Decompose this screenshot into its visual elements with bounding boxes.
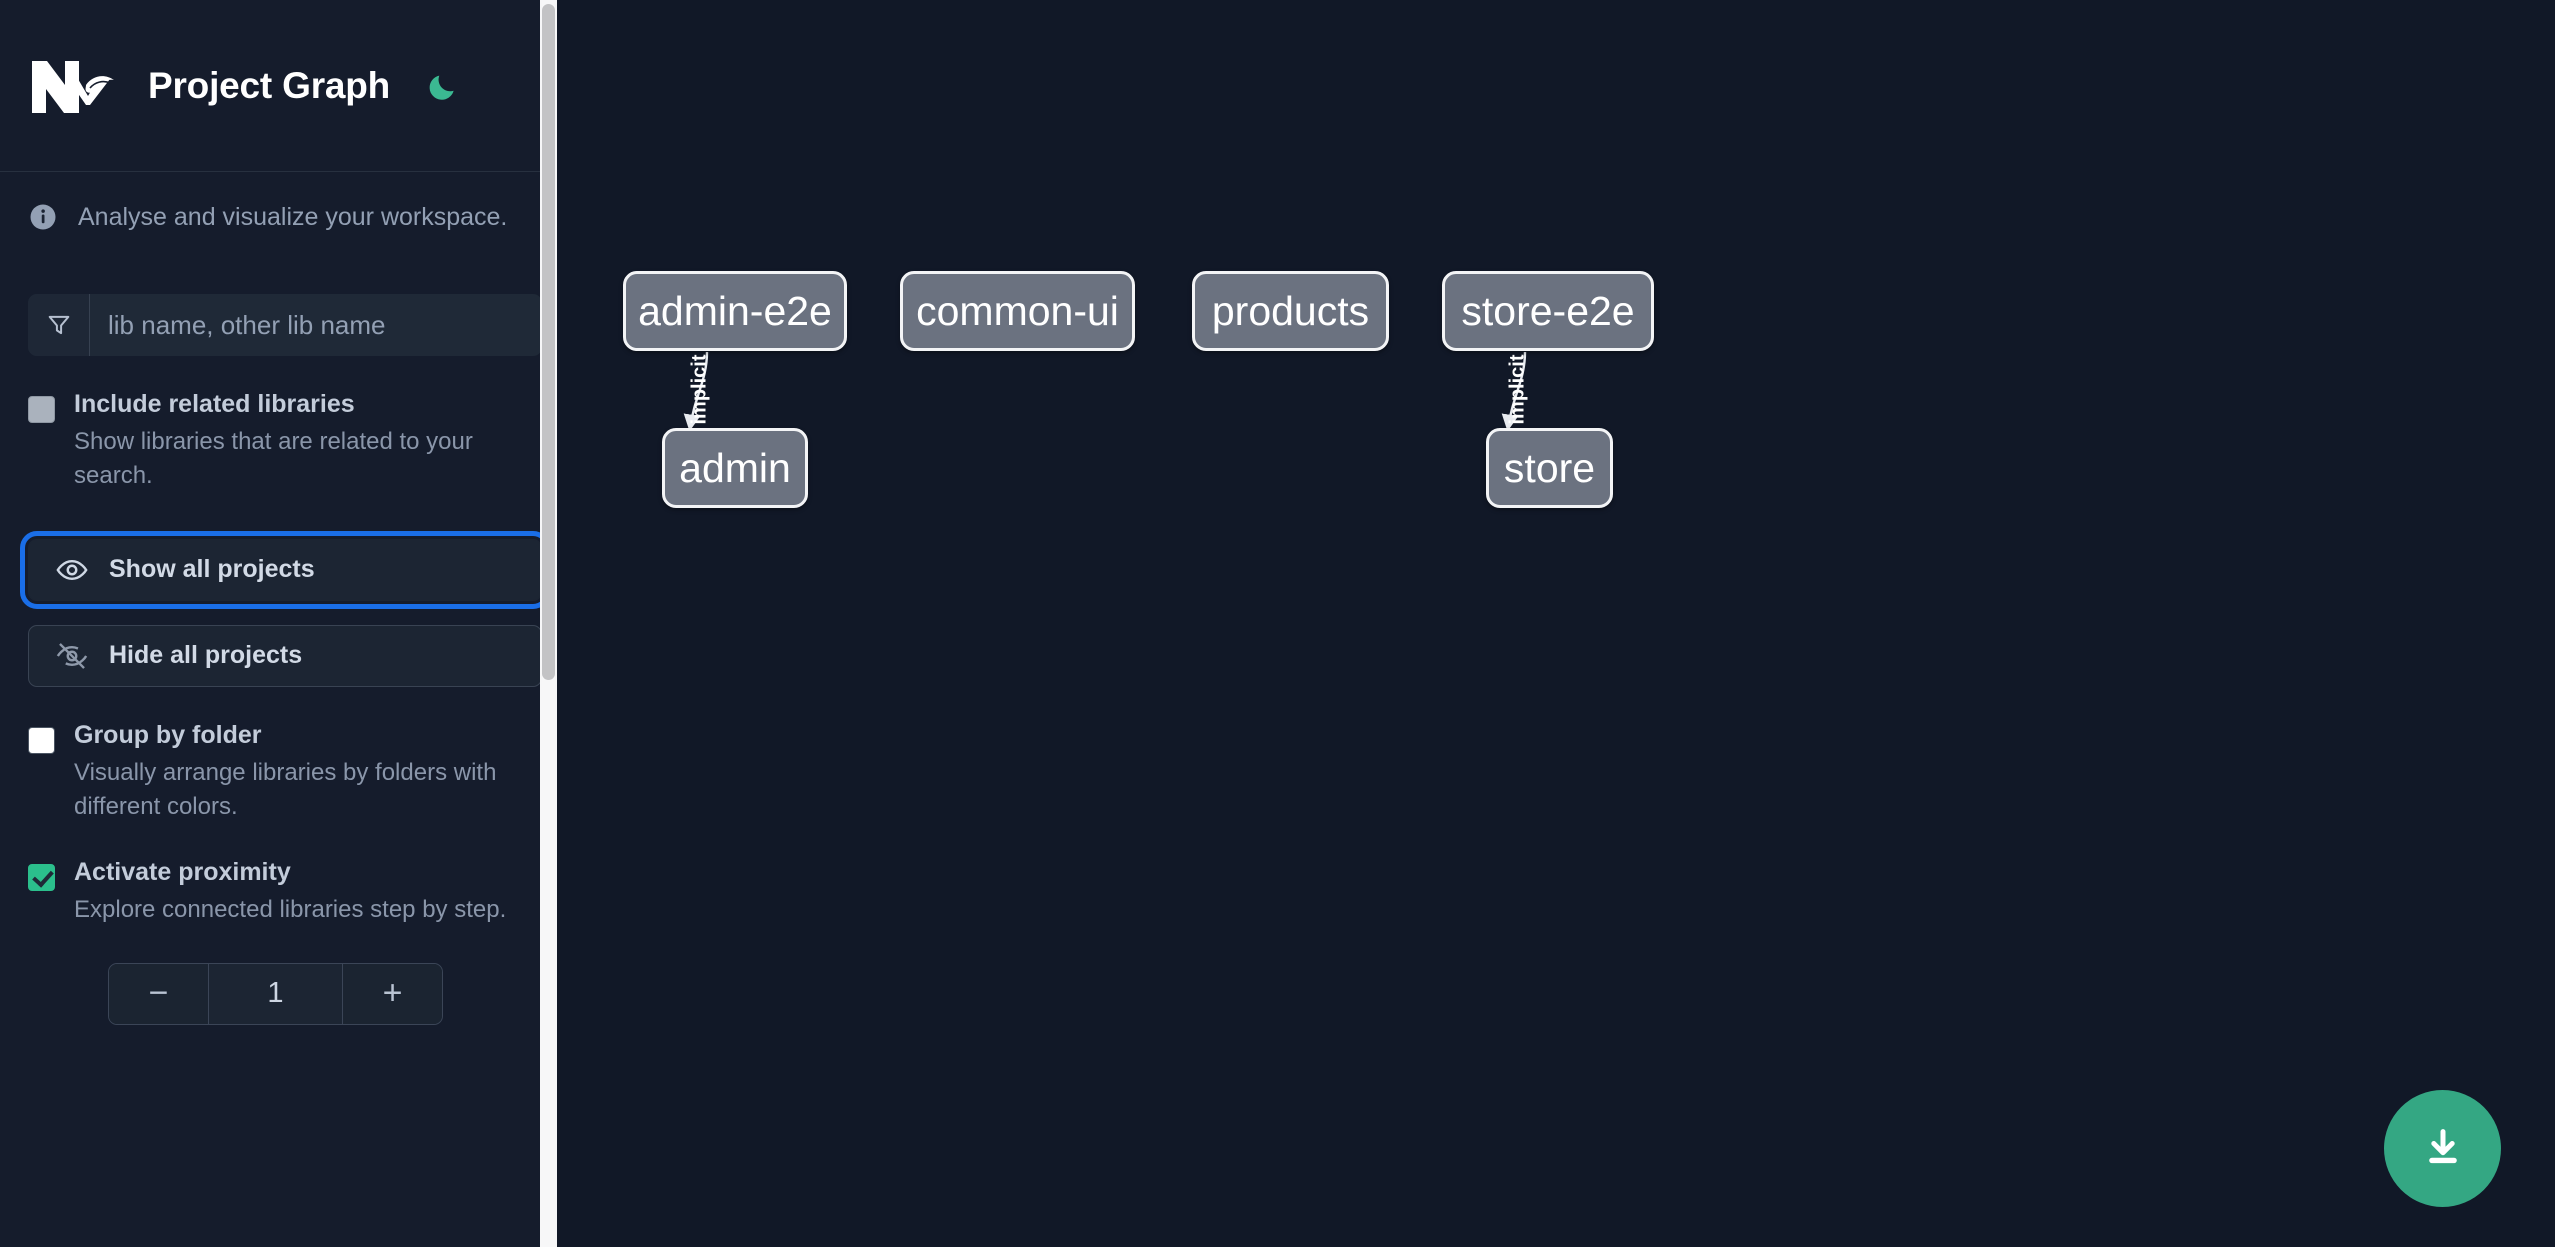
- graph-node-store-e2e[interactable]: store-e2e: [1442, 271, 1654, 351]
- tagline: Analyse and visualize your workspace.: [0, 172, 540, 262]
- search-field[interactable]: [28, 294, 542, 356]
- stepper-value: 1: [209, 963, 342, 1024]
- option-description: Explore connected libraries step by step…: [74, 895, 507, 923]
- search-input[interactable]: [90, 294, 542, 356]
- option-description: Visually arrange libraries by folders wi…: [74, 758, 497, 820]
- graph-node-admin-e2e[interactable]: admin-e2e: [623, 271, 847, 351]
- stepper-decrement-button[interactable]: −: [109, 963, 209, 1024]
- show-all-projects-label: Show all projects: [109, 555, 315, 584]
- proximity-stepper[interactable]: − 1 +: [108, 962, 443, 1025]
- info-icon: [28, 202, 58, 232]
- show-all-projects-button[interactable]: Show all projects: [20, 530, 550, 609]
- tagline-text: Analyse and visualize your workspace.: [78, 202, 508, 231]
- option-title: Group by folder: [74, 720, 262, 749]
- option-title: Include related libraries: [74, 390, 355, 418]
- option-include-related-libraries[interactable]: Include related libraries Show libraries…: [28, 390, 542, 493]
- nx-logo: [28, 55, 120, 117]
- checkbox-group-by-folder[interactable]: [28, 726, 55, 754]
- download-icon: [2420, 1124, 2466, 1173]
- graph-node-products[interactable]: products: [1192, 271, 1389, 351]
- option-group-by-folder[interactable]: Group by folder Visually arrange librari…: [28, 721, 542, 824]
- sidebar-scrollbar-thumb[interactable]: [542, 4, 555, 680]
- option-description: Show libraries that are related to your …: [74, 427, 473, 489]
- eye-icon: [55, 553, 89, 587]
- moon-icon[interactable]: [420, 63, 466, 109]
- brand-header: Project Graph: [0, 0, 540, 172]
- sidebar: Project Graph Analyse and visualize your…: [0, 0, 557, 1247]
- download-graph-button[interactable]: [2384, 1090, 2501, 1207]
- graph-node-admin[interactable]: admin: [662, 428, 808, 508]
- checkbox-include-related-libraries[interactable]: [28, 396, 55, 423]
- checkbox-activate-proximity[interactable]: [28, 863, 55, 891]
- sidebar-scrollbar[interactable]: [540, 0, 557, 1247]
- option-title: Activate proximity: [74, 857, 291, 886]
- graph-edges: [683, 351, 1527, 432]
- stepper-increment-button[interactable]: +: [342, 963, 442, 1024]
- graph-node-common-ui[interactable]: common-ui: [900, 271, 1135, 351]
- graph-canvas[interactable]: implicit implicit admin-e2e common-ui pr…: [557, 0, 2555, 1247]
- graph-node-store[interactable]: store: [1486, 428, 1613, 508]
- filter-icon: [28, 294, 90, 356]
- eye-off-icon: [55, 639, 89, 673]
- page-title: Project Graph: [148, 64, 391, 106]
- edge-label-implicit: implicit: [1506, 354, 1529, 425]
- hide-all-projects-button[interactable]: Hide all projects: [28, 624, 542, 687]
- hide-all-projects-label: Hide all projects: [109, 641, 303, 670]
- option-activate-proximity[interactable]: Activate proximity Explore connected lib…: [28, 858, 542, 927]
- edge-label-implicit: implicit: [688, 354, 711, 425]
